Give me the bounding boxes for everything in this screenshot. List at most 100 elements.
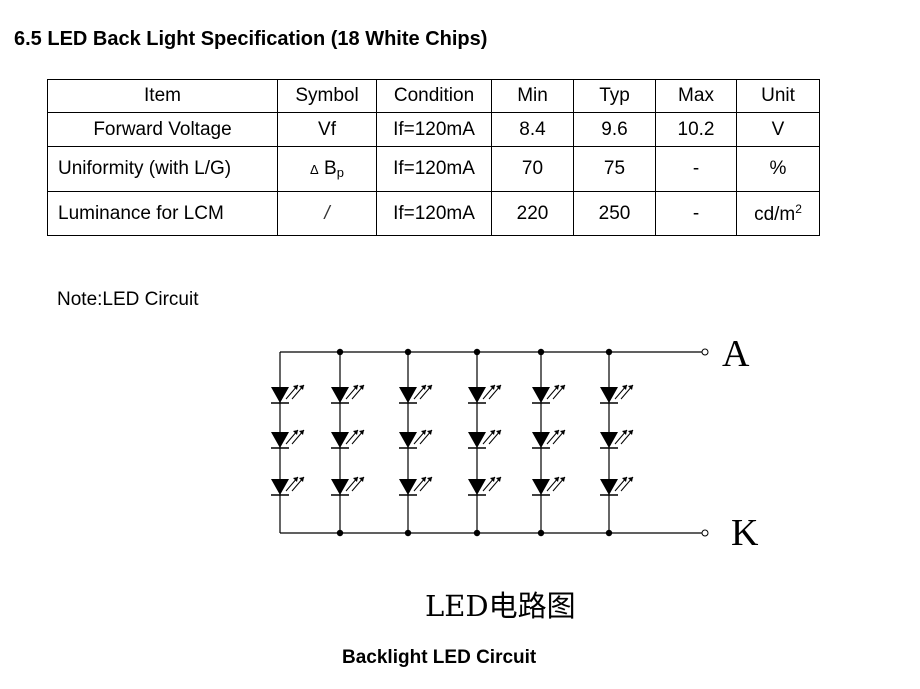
emission-arrowhead [554, 385, 559, 390]
table-row: Luminance for LCM / If=120mA 220 250 - c… [47, 191, 820, 236]
cell-unit: % [736, 146, 820, 192]
cell-item: Uniformity (with L/G) [47, 146, 278, 192]
emission-arrowhead [427, 385, 432, 390]
emission-arrowhead [622, 477, 627, 482]
cell-unit: V [736, 112, 820, 147]
table-header-row: Item Symbol Condition Min Typ Max Unit [47, 79, 820, 113]
led-diode-icon [600, 479, 618, 495]
emission-arrowhead [353, 385, 358, 390]
cell-condition: If=120mA [376, 112, 492, 147]
led-diode-icon [399, 479, 417, 495]
emission-arrowhead [628, 477, 633, 482]
led-diode-icon [468, 432, 486, 448]
symbol-letter: B [324, 158, 337, 179]
led-diode-icon [532, 387, 550, 403]
header-unit: Unit [736, 79, 820, 113]
circuit-caption: Backlight LED Circuit [342, 647, 537, 668]
led-diode-icon [600, 432, 618, 448]
table-row: Uniformity (with L/G) Δ Bp If=120mA 70 7… [47, 146, 820, 192]
junction-dot [473, 348, 481, 356]
unit-text: cd/m [754, 203, 796, 225]
cell-typ: 75 [573, 146, 656, 192]
emission-arrowhead [554, 430, 559, 435]
led-diode-icon [271, 479, 289, 495]
led-diode-icon [331, 432, 349, 448]
emission-arrowhead [359, 430, 364, 435]
cell-item: Forward Voltage [47, 112, 278, 147]
emission-arrowhead [427, 477, 432, 482]
emission-arrowhead [496, 477, 501, 482]
emission-arrowhead [490, 385, 495, 390]
emission-arrowhead [421, 385, 426, 390]
emission-arrowhead [421, 430, 426, 435]
emission-arrowhead [427, 430, 432, 435]
anode-terminal [701, 348, 709, 356]
header-symbol: Symbol [277, 79, 377, 113]
section-title: 6.5 LED Back Light Specification (18 Whi… [14, 28, 488, 50]
led-diode-icon [600, 387, 618, 403]
junction-dot [605, 529, 613, 537]
emission-arrowhead [628, 385, 633, 390]
emission-arrowhead [622, 385, 627, 390]
emission-arrowhead [560, 477, 565, 482]
junction-dot [404, 348, 412, 356]
header-item: Item [47, 79, 278, 113]
emission-arrowhead [490, 430, 495, 435]
cell-typ: 250 [573, 191, 656, 236]
symbol-delta: Δ [310, 162, 319, 177]
emission-arrowhead [560, 385, 565, 390]
note-label: Note:LED Circuit [57, 289, 199, 310]
led-diode-icon [331, 479, 349, 495]
emission-arrowhead [496, 430, 501, 435]
emission-arrowhead [299, 430, 304, 435]
emission-arrowhead [628, 430, 633, 435]
emission-arrowhead [490, 477, 495, 482]
led-diode-icon [331, 387, 349, 403]
led-diode-icon [468, 479, 486, 495]
unit-superscript: 2 [795, 201, 802, 216]
symbol-subscript: p [336, 165, 344, 180]
emission-arrowhead [496, 385, 501, 390]
cell-min: 70 [491, 146, 574, 192]
led-diode-icon [399, 387, 417, 403]
emission-arrowhead [353, 430, 358, 435]
led-diode-icon [271, 432, 289, 448]
cathode-label: K [731, 512, 759, 554]
header-min: Min [491, 79, 574, 113]
cell-symbol: / [277, 191, 377, 236]
circuit-caption-chinese: LED电路图 [425, 589, 576, 623]
emission-arrowhead [421, 477, 426, 482]
emission-arrowhead [622, 430, 627, 435]
header-condition: Condition [376, 79, 492, 113]
cell-condition: If=120mA [376, 146, 492, 192]
led-diode-icon [399, 432, 417, 448]
emission-arrowhead [359, 385, 364, 390]
cell-condition: If=120mA [376, 191, 492, 236]
emission-arrowhead [353, 477, 358, 482]
spec-table: Item Symbol Condition Min Typ Max Unit F… [47, 79, 820, 236]
emission-arrowhead [293, 385, 298, 390]
emission-arrowhead [560, 430, 565, 435]
junction-dot [537, 348, 545, 356]
led-diode-icon [271, 387, 289, 403]
cell-min: 220 [491, 191, 574, 236]
cell-item: Luminance for LCM [47, 191, 278, 236]
junction-dot [473, 529, 481, 537]
junction-dot [404, 529, 412, 537]
led-diode-icon [468, 387, 486, 403]
junction-dot [336, 348, 344, 356]
junction-dot [605, 348, 613, 356]
emission-arrowhead [299, 385, 304, 390]
junction-dot [336, 529, 344, 537]
anode-label: A [722, 333, 750, 375]
emission-arrowhead [293, 430, 298, 435]
cell-max: - [655, 191, 737, 236]
emission-arrowhead [293, 477, 298, 482]
emission-arrowhead [554, 477, 559, 482]
led-diode-icon [532, 479, 550, 495]
cell-unit: cd/m2 [736, 191, 820, 236]
cathode-terminal [701, 529, 709, 537]
cell-min: 8.4 [491, 112, 574, 147]
emission-arrowhead [359, 477, 364, 482]
